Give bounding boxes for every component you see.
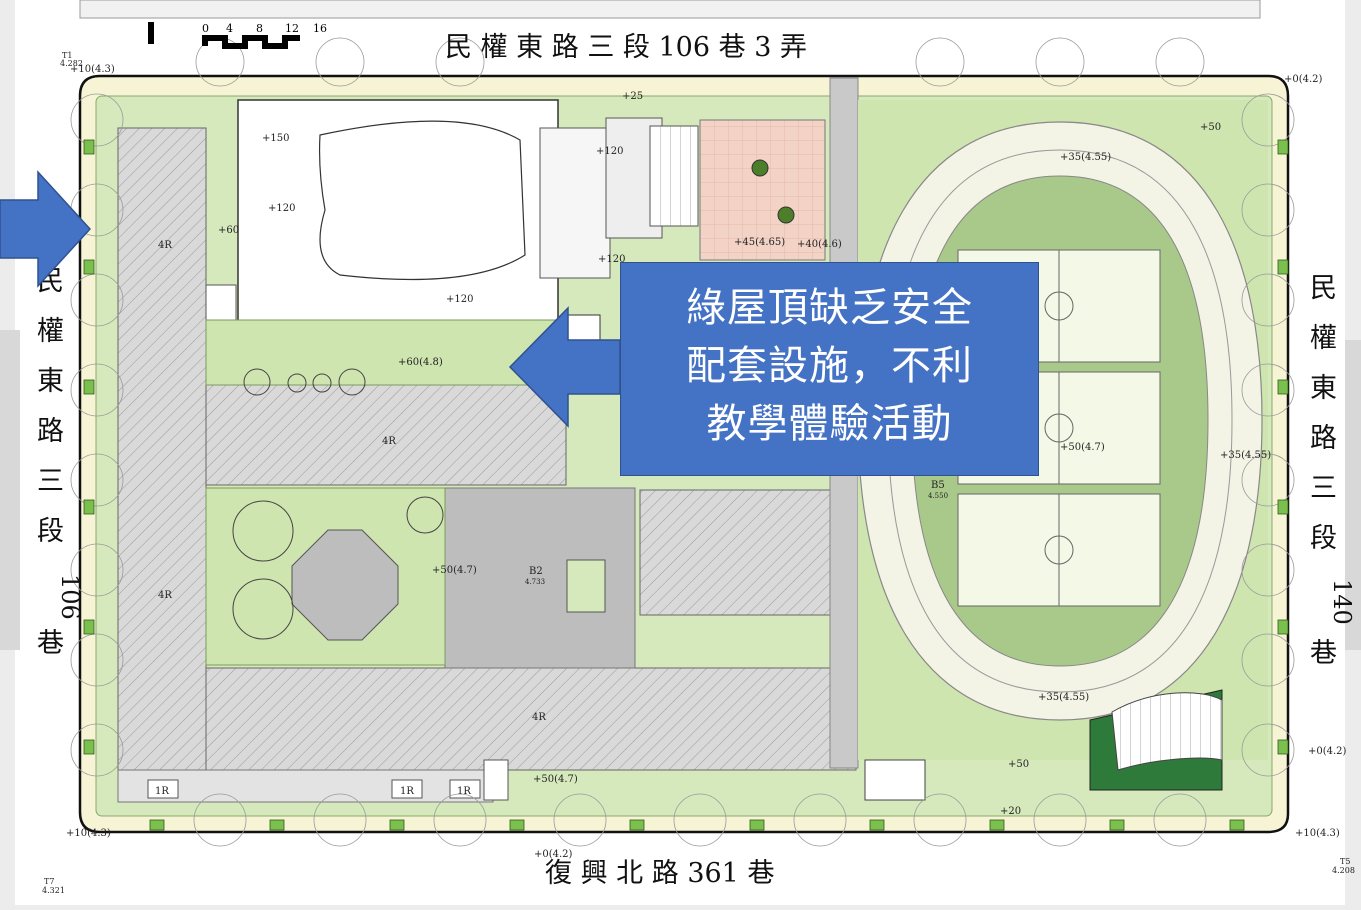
south-building <box>205 667 857 771</box>
survey-point-value: 4.282 <box>60 59 83 68</box>
street-left-char: 路 <box>37 416 64 447</box>
central-pavilion <box>291 529 399 641</box>
label-1r-c: 1R <box>457 786 471 797</box>
scale-tick-8: 8 <box>256 22 263 35</box>
label-b5-value: 4.550 <box>928 492 948 500</box>
west-building <box>117 127 207 771</box>
street-right: 民 權 東 路 三 段 140 巷 <box>1310 273 1356 669</box>
elevation-label: +50 <box>1200 122 1221 133</box>
elevation-label: +120 <box>268 203 295 214</box>
elevation-label: +0(4.2) <box>1308 746 1347 757</box>
elevation-label: +120 <box>596 146 623 157</box>
callout-line: 配套設施，不利 <box>686 343 973 389</box>
street-left: 民 權 東 路 三 段 106 巷 <box>37 266 84 659</box>
street-right-char: 路 <box>1310 423 1337 454</box>
label-4r-west-lower: 4R <box>158 590 172 601</box>
street-right-char: 權 <box>1310 323 1337 354</box>
elevation-label: +0(4.2) <box>1284 74 1323 85</box>
street-right-char: 民 <box>1310 273 1337 304</box>
label-b5: B5 <box>931 480 945 491</box>
elevation-label: +60(4.8) <box>398 357 443 368</box>
elevation-label: +10(4.3) <box>70 64 115 75</box>
street-right-char: 巷 <box>1310 638 1337 669</box>
elevation-label: +35(4.55) <box>1038 692 1089 703</box>
scale-tick-0: 0 <box>202 22 209 35</box>
elevation-label: +150 <box>262 133 289 144</box>
street-left-char: 段 <box>37 516 64 547</box>
arrow-left-icon <box>508 306 621 428</box>
label-1r-a: 1R <box>155 786 169 797</box>
elevation-label: +45(4.65) <box>734 237 785 248</box>
elevation-label: +35(4.55) <box>1060 152 1111 163</box>
plaza <box>699 119 826 261</box>
elevation-label: +120 <box>598 254 625 265</box>
arrow-right-icon <box>0 170 92 288</box>
survey-point-label: T1 <box>62 51 72 60</box>
elevation-label: +50 <box>1008 759 1029 770</box>
street-bottom: 復 興 北 路 361 巷 <box>545 858 774 889</box>
street-top: 民 權 東 路 三 段 106 巷 3 弄 <box>445 32 807 63</box>
elevation-label: +35(4.55) <box>1220 450 1271 461</box>
survey-point-value: 4.208 <box>1332 866 1355 875</box>
street-right-char: 東 <box>1310 373 1337 404</box>
survey-point-label: T5 <box>1340 857 1350 866</box>
elevation-label: +20 <box>1000 806 1021 817</box>
label-b2-value: 4.733 <box>525 578 545 586</box>
elevation-label: +120 <box>446 294 473 305</box>
callout-box: 綠屋頂缺乏安全 配套設施，不利 教學體驗活動 <box>620 262 1039 476</box>
scale-tick-16: 16 <box>313 22 327 35</box>
label-4r-west: 4R <box>158 240 172 251</box>
scale-tick-12: 12 <box>285 22 299 35</box>
street-right-number: 140 <box>1328 579 1356 625</box>
label-1r-b: 1R <box>400 786 414 797</box>
scale-bar: 0 4 8 12 16 <box>148 22 327 49</box>
elevation-label: +50(4.7) <box>533 774 578 785</box>
street-left-char: 三 <box>37 466 64 497</box>
survey-point-label: T7 <box>44 877 54 886</box>
street-left-char: 東 <box>37 366 64 397</box>
label-b2: B2 <box>529 566 543 577</box>
elevation-label: +0(4.2) <box>534 849 573 860</box>
elevation-label: +40(4.6) <box>797 239 842 250</box>
elevation-label: +25 <box>622 91 643 102</box>
elevation-label: +50(4.7) <box>432 565 477 576</box>
street-left-number: 106 <box>56 574 84 620</box>
callout-line: 綠屋頂缺乏安全 <box>686 285 973 331</box>
street-right-char: 三 <box>1310 473 1337 504</box>
elevation-label: +60 <box>218 225 239 236</box>
survey-point-value: 4.321 <box>42 886 65 895</box>
street-left-char: 巷 <box>37 628 64 659</box>
street-left-char: 權 <box>37 316 64 347</box>
scale-tick-4: 4 <box>226 22 233 35</box>
elevation-label: +50(4.7) <box>1060 442 1105 453</box>
label-4r-south: 4R <box>532 712 546 723</box>
elevation-label: +10(4.3) <box>66 828 111 839</box>
street-right-char: 段 <box>1310 523 1337 554</box>
elevation-label: +10(4.3) <box>1295 828 1340 839</box>
center-building <box>205 384 567 486</box>
callout-line: 教學體驗活動 <box>706 401 953 447</box>
label-4r-center: 4R <box>382 436 396 447</box>
